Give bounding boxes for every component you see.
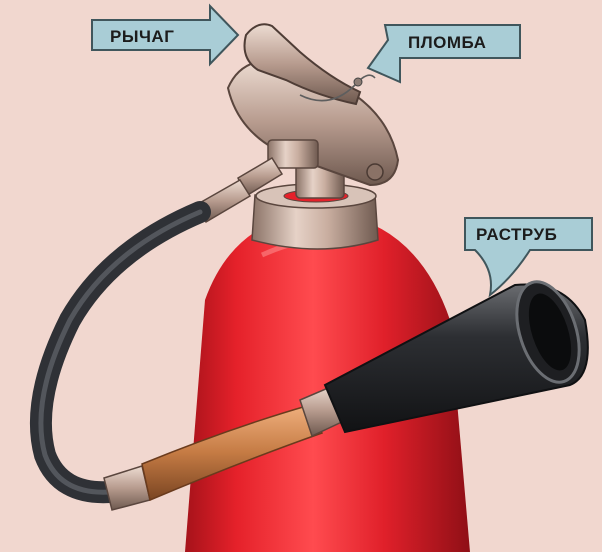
seal-label: ПЛОМБА bbox=[408, 33, 486, 52]
horn-label: РАСТРУБ bbox=[476, 225, 557, 244]
lever-callout: РЫЧАГ bbox=[92, 6, 238, 64]
seal-callout: ПЛОМБА bbox=[368, 25, 520, 82]
lever-label: РЫЧАГ bbox=[110, 27, 174, 46]
